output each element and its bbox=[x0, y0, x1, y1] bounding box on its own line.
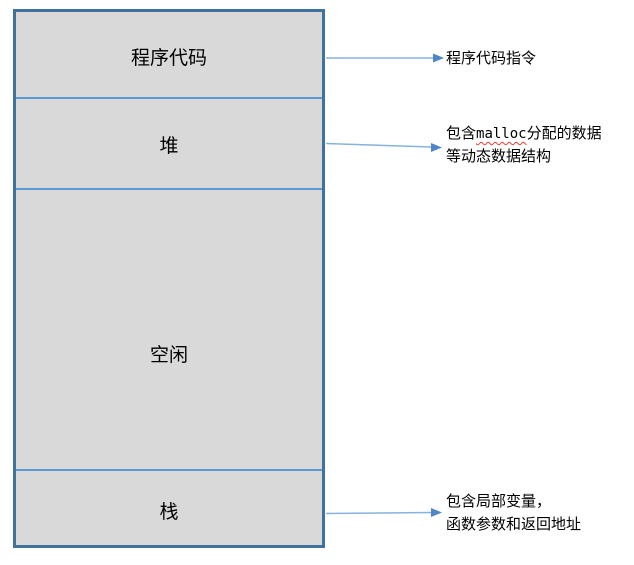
memory-section-label-free: 空闲 bbox=[149, 344, 188, 366]
annotation-code: 程序代码指令 bbox=[446, 49, 537, 67]
memory-box: 程序代码 堆 空闲 栈 bbox=[13, 9, 325, 548]
memory-section-label-stack: 栈 bbox=[159, 501, 179, 523]
heap-arrow-right-icon bbox=[325, 142, 442, 152]
malloc-code-word: malloc bbox=[476, 126, 527, 142]
annotation-heap-line1-suffix: 分配的数据 bbox=[526, 124, 602, 142]
annotation-stack-line2: 函数参数和返回地址 bbox=[446, 515, 582, 533]
code-arrow-right-icon bbox=[326, 53, 444, 63]
memory-section-label-heap: 堆 bbox=[159, 135, 179, 157]
annotation-heap-line1: 包含malloc分配的数据 bbox=[446, 122, 602, 145]
annotation-stack: 包含局部变量， 函数参数和返回地址 bbox=[446, 490, 581, 536]
section-divider-code-heap bbox=[16, 97, 322, 99]
stack-arrow-right-icon bbox=[325, 508, 442, 517]
annotation-stack-line1: 包含局部变量， bbox=[446, 492, 552, 510]
annotation-heap: 包含malloc分配的数据 等动态数据结构 bbox=[446, 122, 602, 168]
annotation-heap-line1-prefix: 包含 bbox=[446, 124, 477, 142]
memory-section-label-code: 程序代码 bbox=[130, 47, 207, 69]
section-divider-heap-free bbox=[16, 188, 322, 190]
annotation-heap-line2: 等动态数据结构 bbox=[446, 147, 552, 165]
section-divider-free-stack bbox=[16, 469, 322, 471]
